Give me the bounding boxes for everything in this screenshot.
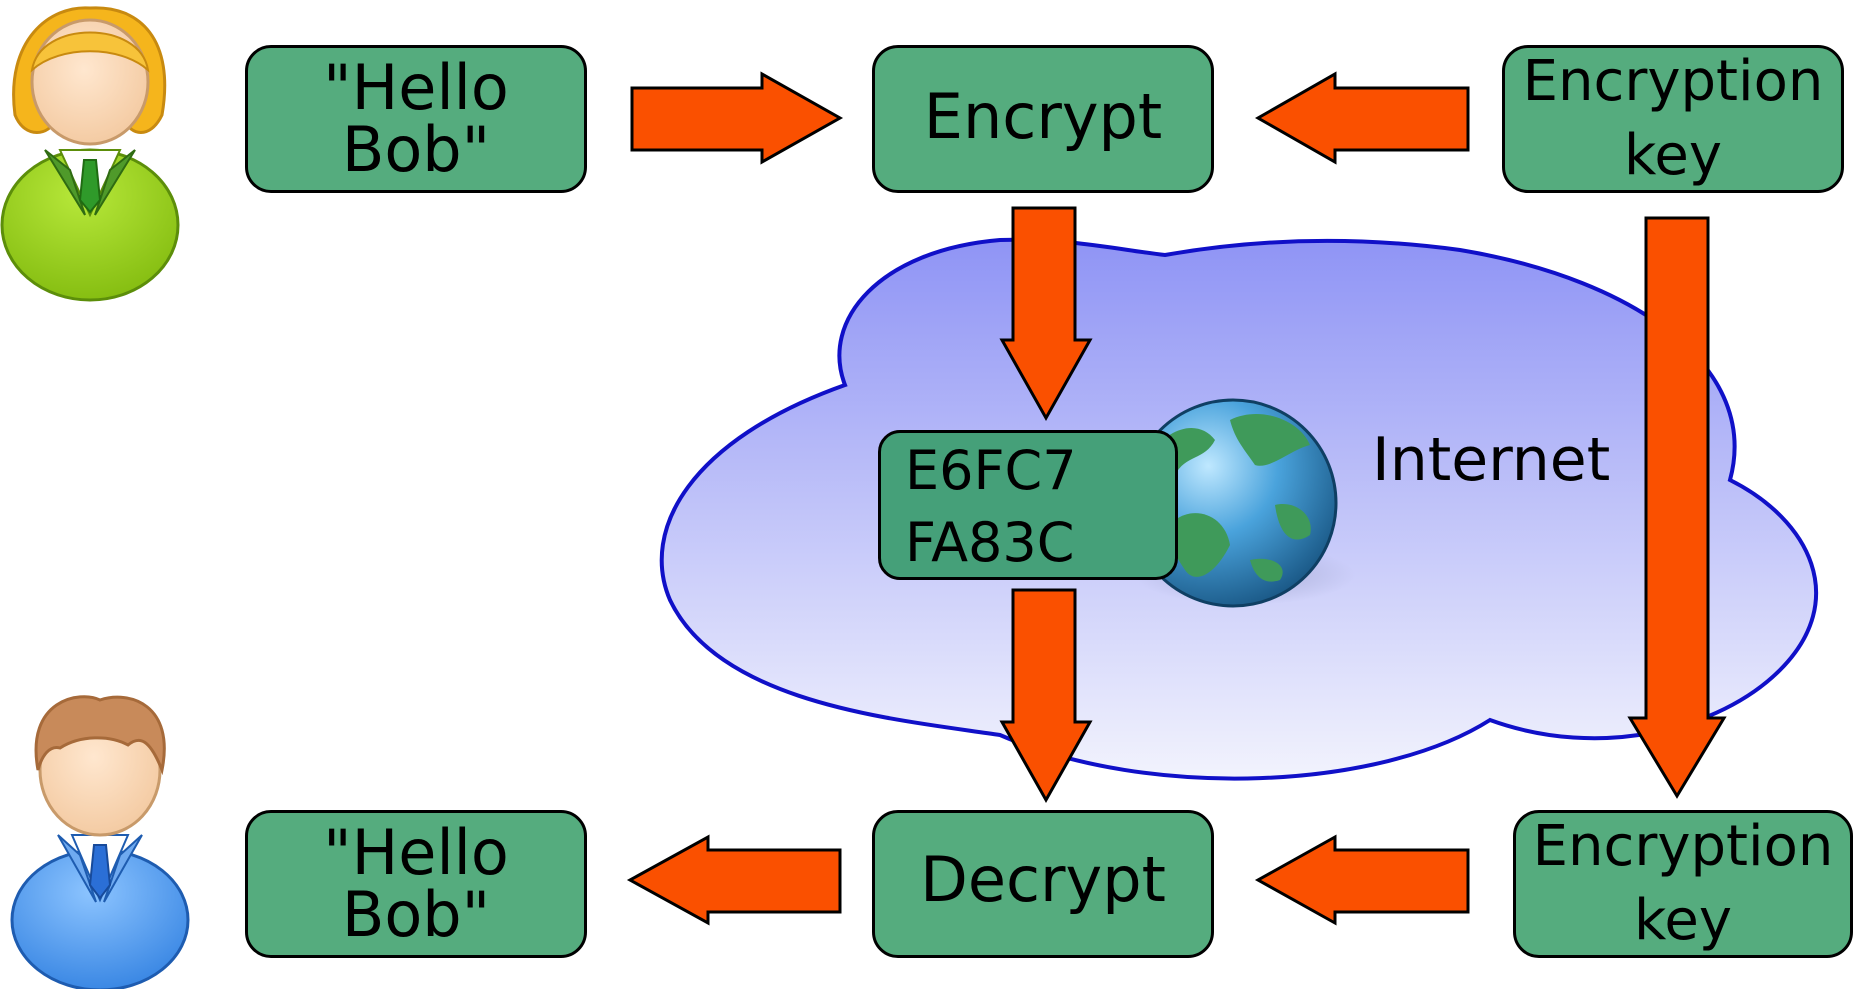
- ciphertext-box: E6FC7 FA83C: [878, 430, 1178, 580]
- encryption-key-top-line2: key: [1623, 123, 1723, 188]
- arrow-ciphertext-to-decrypt: [999, 588, 1093, 804]
- plaintext-message-box: "Hello Bob": [245, 45, 587, 193]
- encryption-key-bottom-line1: Encryption: [1532, 814, 1834, 879]
- arrow-decrypt-to-message: [626, 834, 842, 926]
- internet-label: Internet: [1372, 425, 1611, 495]
- arrow-message-to-encrypt: [630, 71, 844, 165]
- user-man-icon: [10, 695, 190, 989]
- encryption-key-box-top: Encryption key: [1502, 45, 1844, 193]
- decrypted-message-box: "Hello Bob": [245, 810, 587, 958]
- arrow-key-to-decrypt: [1254, 834, 1470, 926]
- arrow-key-to-encrypt: [1254, 71, 1470, 165]
- encryption-key-bottom-line2: key: [1633, 888, 1733, 953]
- plaintext-message-label: "Hello Bob": [323, 51, 509, 186]
- decrypt-label: Decrypt: [920, 843, 1166, 916]
- ciphertext-line2: FA83C: [905, 511, 1075, 574]
- ciphertext-line1: E6FC7: [905, 439, 1077, 502]
- encrypt-box: Encrypt: [872, 45, 1214, 193]
- user-woman-icon: [0, 6, 180, 302]
- arrow-encrypt-to-ciphertext: [999, 206, 1093, 422]
- arrow-key-transfer: [1627, 216, 1727, 799]
- encryption-key-box-bottom: Encryption key: [1513, 810, 1853, 958]
- encrypt-label: Encrypt: [923, 80, 1163, 153]
- decrypted-message-label: "Hello Bob": [323, 816, 509, 951]
- decrypt-box: Decrypt: [872, 810, 1214, 958]
- encryption-key-top-line1: Encryption: [1522, 49, 1824, 114]
